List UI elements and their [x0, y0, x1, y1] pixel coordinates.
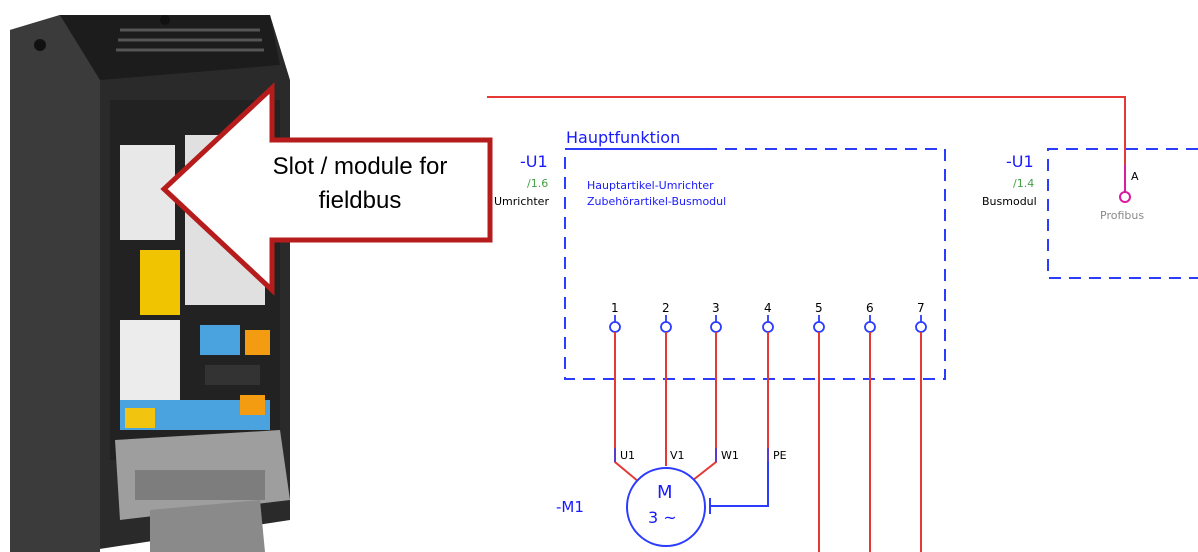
main-function-name: Umrichter [494, 195, 549, 208]
terminal-5: 5 [815, 301, 823, 315]
callout-line1: Slot / module for [272, 153, 448, 180]
bus-protocol-label: Profibus [1100, 209, 1145, 222]
main-function-item2: Zubehörartikel-Busmodul [587, 195, 727, 208]
wire-label-v1: V1 [670, 449, 685, 462]
motor-letter: M [657, 482, 673, 503]
motor-tag: -M1 [556, 498, 584, 516]
wire-label-u1: U1 [620, 449, 636, 462]
bus-module-ref: /1.4 [1013, 177, 1035, 190]
bus-wire [487, 96, 1126, 165]
terminal-2: 2 [662, 301, 670, 315]
bus-port-circle [1119, 191, 1131, 203]
callout-line2: fieldbus [318, 187, 402, 214]
terminal-6: 6 [866, 301, 874, 315]
motor-phase: 3 ~ [648, 508, 677, 527]
wire-label-pe: PE [773, 449, 787, 462]
bus-port-label: A [1131, 170, 1139, 183]
bus-module-tag: -U1 [1006, 152, 1034, 171]
main-function-item1: Hauptartikel-Umrichter [587, 179, 714, 192]
terminal-7: 7 [917, 301, 925, 315]
main-function-title: Hauptfunktion [566, 128, 681, 147]
wire-label-w1: W1 [721, 449, 739, 462]
terminal-1: 1 [611, 301, 619, 315]
main-function-tag: -U1 [520, 152, 548, 171]
motor-symbol [626, 467, 706, 547]
callout-arrow [160, 82, 493, 296]
main-function-ref: /1.6 [527, 177, 549, 190]
main-function-box [564, 148, 946, 380]
terminal-3: 3 [712, 301, 720, 315]
callout-text: Slot / module for fieldbus [225, 150, 495, 218]
terminal-4: 4 [764, 301, 772, 315]
bus-module-name: Busmodul [982, 195, 1037, 208]
